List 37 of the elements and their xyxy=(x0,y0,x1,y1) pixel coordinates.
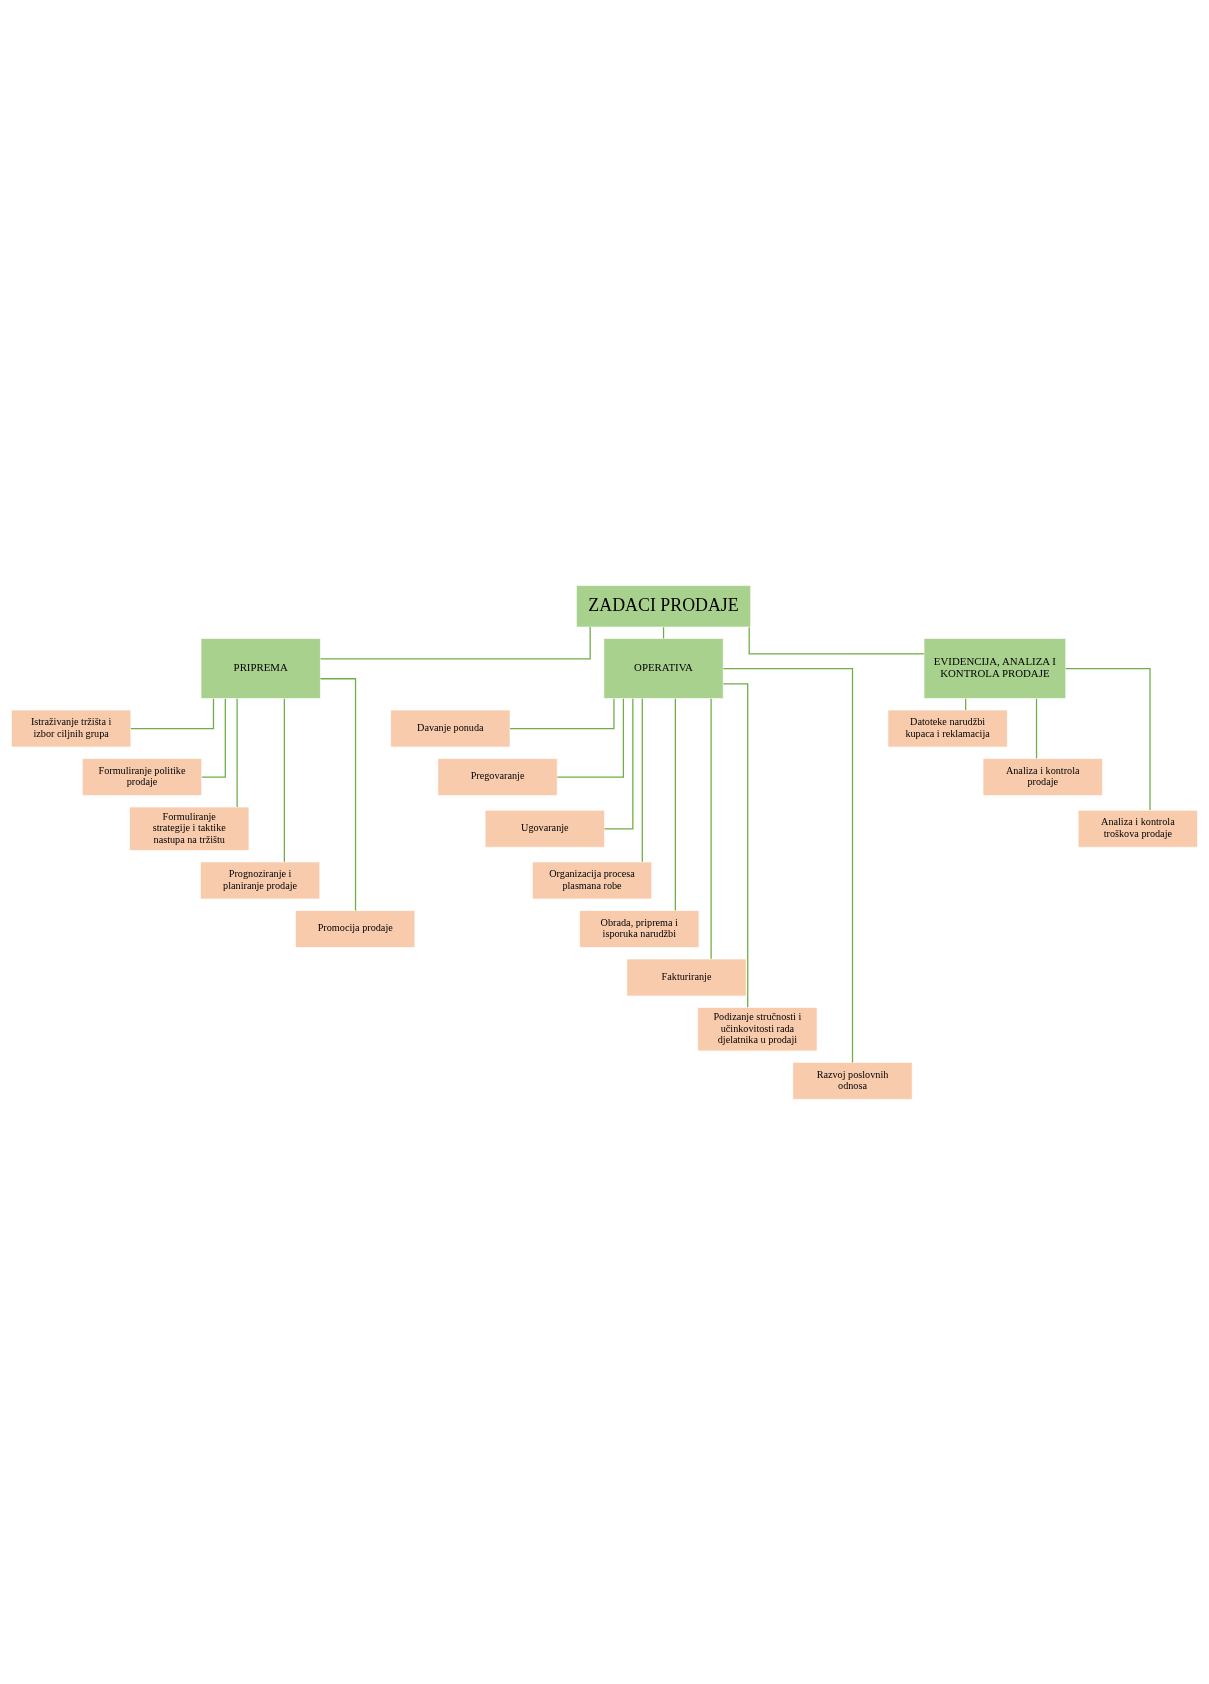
node-box: Analiza i kontrola troškova prodaje xyxy=(1077,809,1198,848)
connector xyxy=(236,697,238,808)
connector xyxy=(319,677,357,911)
connector xyxy=(722,667,854,1063)
node-box: Davanje ponuda xyxy=(390,709,511,747)
connector xyxy=(201,697,226,778)
connector xyxy=(556,697,625,778)
node-box: PRIPREMA xyxy=(200,637,321,699)
connector xyxy=(130,697,215,729)
connector xyxy=(509,697,615,729)
node-box: Istraživanje tržišta i izbor ciljnih grupa xyxy=(11,709,132,747)
node-box: Datoteke narudžbi kupaca i reklamacija xyxy=(887,709,1008,747)
node-box: Fakturiranje xyxy=(626,958,747,996)
node-box: Ugovaranje xyxy=(484,809,605,848)
connector xyxy=(319,626,591,660)
connector xyxy=(674,697,676,911)
connector xyxy=(1065,667,1151,811)
node-box: Prognoziranje i planiranje prodaje xyxy=(200,861,321,899)
connector xyxy=(748,626,925,654)
node-box: Podizanje stručnosti i učinkovitosti rada djelatnika u prodaji xyxy=(697,1006,818,1051)
node-box: Obrada, priprema i isporuka narudžbi xyxy=(579,909,700,948)
connector xyxy=(641,697,643,862)
node-box: Razvoj poslovnih odnosa xyxy=(792,1061,913,1100)
node-box: ZADACI PRODAJE xyxy=(576,584,751,627)
node-box: Analiza i kontrola prodaje xyxy=(982,757,1103,796)
node-box: Organizacija procesa plasmana robe xyxy=(532,861,653,899)
connector xyxy=(1035,697,1038,759)
connector xyxy=(603,697,634,829)
node-box: Formuliranje strategije i taktike nastupa na tržištu xyxy=(129,806,250,851)
connector xyxy=(722,682,749,1008)
node-box: Promocija prodaje xyxy=(295,909,416,948)
node-box: Pregovaranje xyxy=(437,757,558,796)
node-box: Formuliranje politike prodaje xyxy=(82,757,202,796)
connector xyxy=(710,697,712,959)
node-box: EVIDENCIJA, ANALIZA I KONTROLA PRODAJE xyxy=(923,637,1067,699)
connector xyxy=(283,697,285,862)
node-box: OPERATIVA xyxy=(603,637,724,699)
